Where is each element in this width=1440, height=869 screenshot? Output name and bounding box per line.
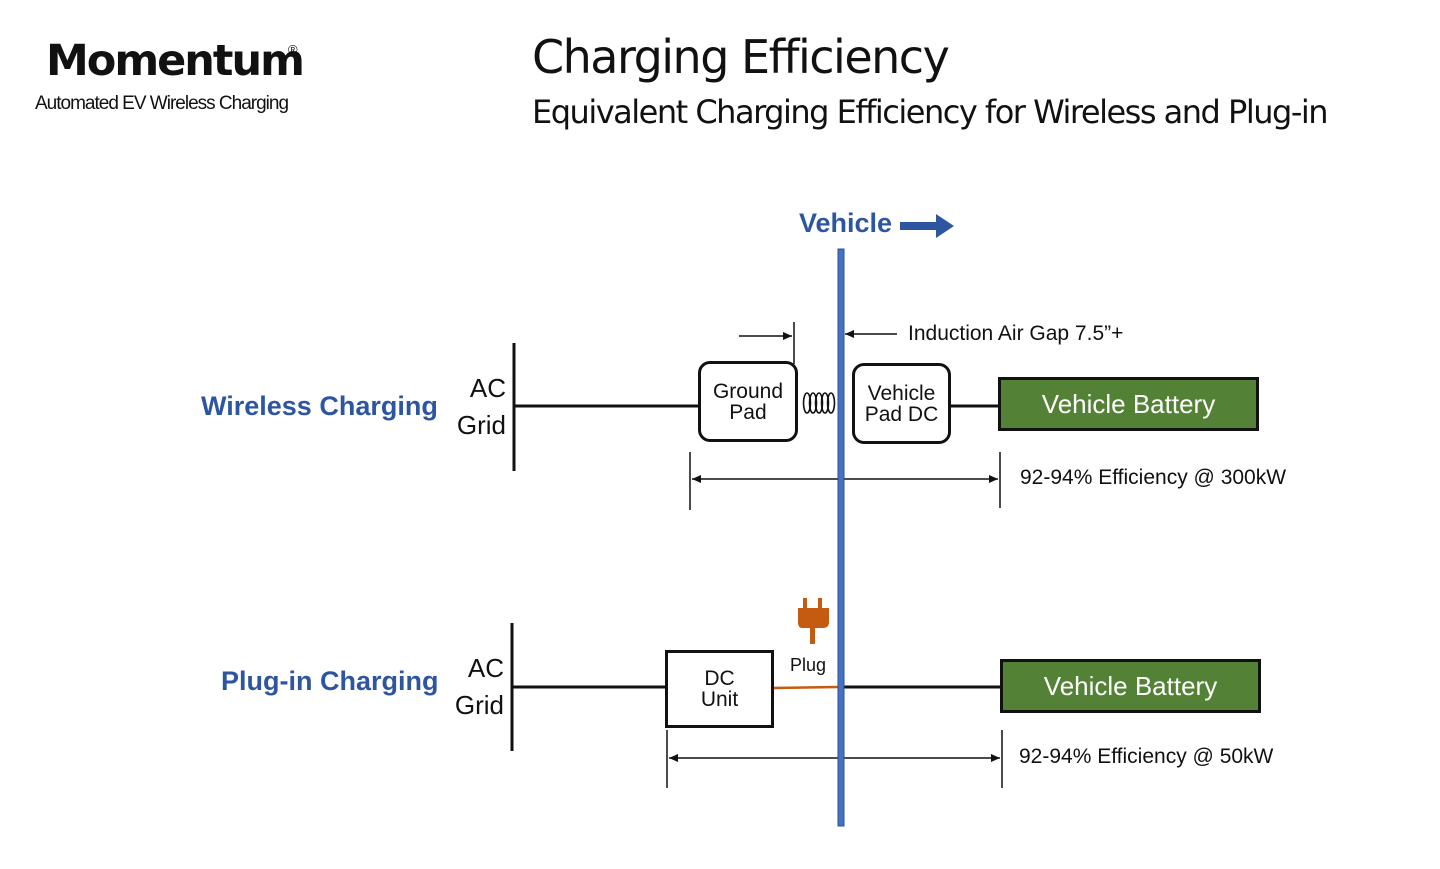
vehicle-pad-line1: Vehicle: [867, 381, 936, 405]
plugin-ac-text: AC: [467, 653, 504, 683]
dc-unit-line2: Unit: [700, 688, 739, 711]
plug-icon: [798, 598, 829, 644]
vehicle-pad-line2: Pad DC: [864, 402, 939, 426]
ground-pad-box: Ground Pad: [698, 361, 798, 442]
dc-unit-box: DC Unit: [665, 650, 774, 728]
logo-tagline: Automated EV Wireless Charging: [35, 93, 289, 114]
wireless-vehicle-battery: Vehicle Battery: [998, 377, 1259, 431]
wireless-grid-text: Grid: [456, 410, 506, 440]
plugin-grid-text: Grid: [454, 690, 504, 720]
dc-unit-line1: DC: [704, 667, 735, 690]
registered-mark: ®: [288, 42, 298, 57]
vehicle-boundary-line: [837, 248, 845, 827]
wireless-efficiency-label: 92-94% Efficiency @ 300kW: [1020, 466, 1287, 489]
wireless-ac-text: AC: [469, 373, 506, 403]
vehicle-direction-arrow: [900, 214, 954, 238]
plugin-ac-grid-label: AC Grid: [444, 650, 504, 724]
plugin-vehicle-battery: Vehicle Battery: [1000, 659, 1261, 713]
air-gap-label: Induction Air Gap 7.5”+: [908, 322, 1124, 345]
page-title: Charging Efficiency: [532, 30, 950, 84]
induction-coil-icon: [802, 392, 836, 414]
plug-cable: [772, 685, 839, 690]
wireless-ac-grid-label: AC Grid: [446, 370, 506, 444]
vehicle-label: Vehicle: [799, 208, 893, 238]
wireless-charging-label: Wireless Charging: [201, 391, 438, 421]
ground-pad-line2: Pad: [729, 400, 767, 424]
logo-wordmark: Momentum: [46, 36, 305, 86]
plugin-charging-label: Plug-in Charging: [221, 666, 439, 696]
page-subtitle: Equivalent Charging Efficiency for Wirel…: [532, 93, 1329, 131]
vehicle-pad-dc-box: Vehicle Pad DC: [852, 363, 951, 444]
plug-label: Plug: [790, 655, 827, 675]
plugin-efficiency-label: 92-94% Efficiency @ 50kW: [1019, 745, 1274, 768]
ground-pad-line1: Ground: [712, 379, 784, 403]
